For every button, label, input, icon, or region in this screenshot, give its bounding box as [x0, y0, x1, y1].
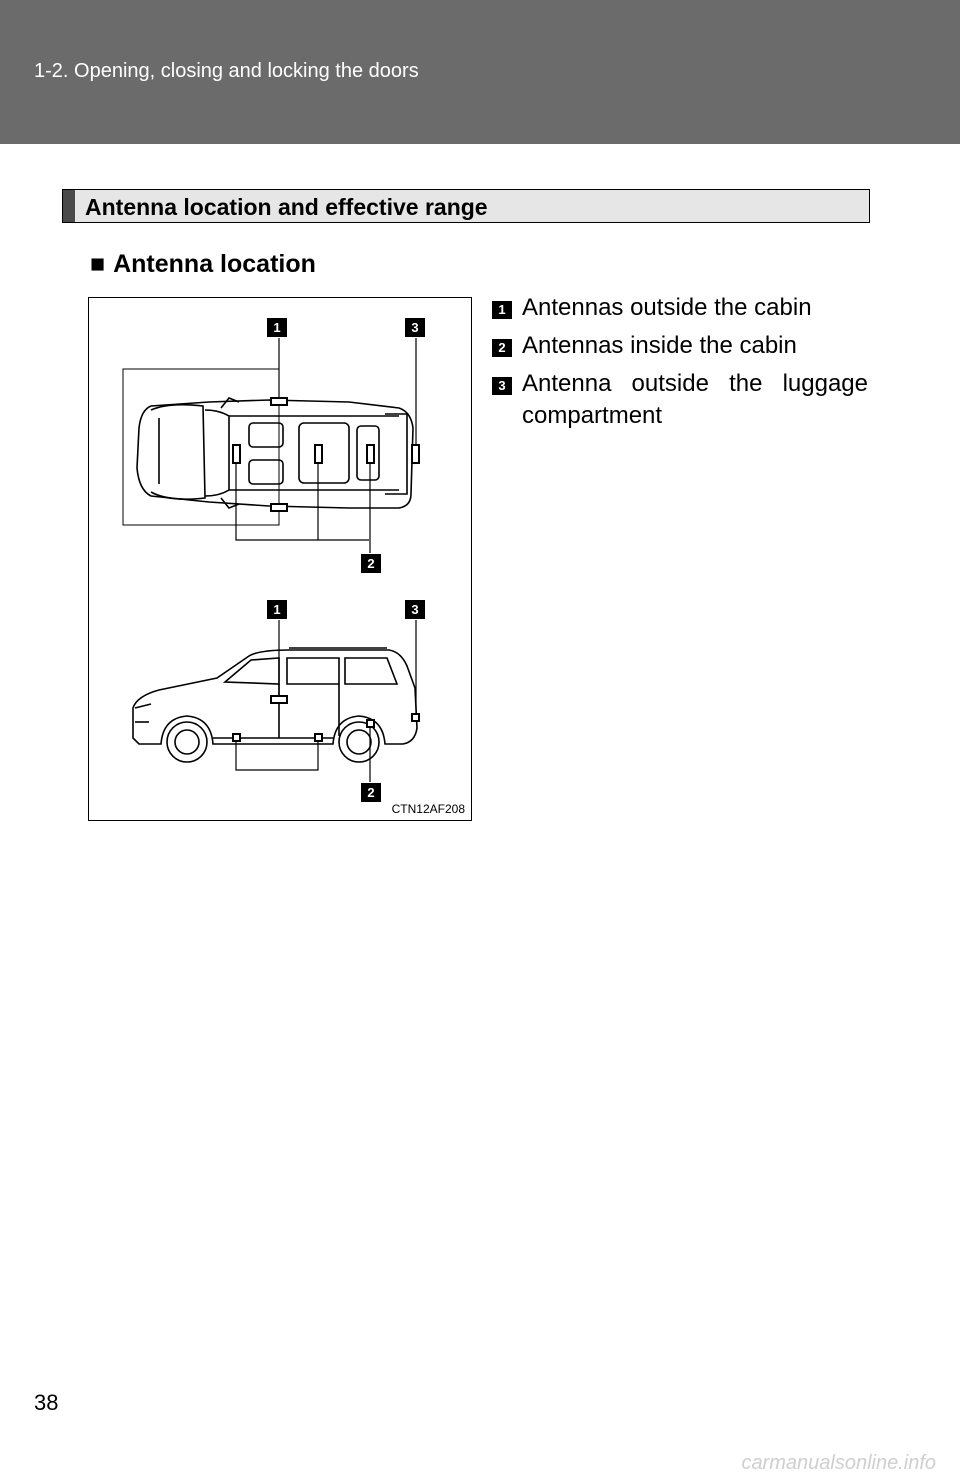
antenna-inside-side-b [314, 733, 323, 742]
legend-item-2: 2 Antennas inside the cabin [492, 330, 868, 362]
callout-1-side-label: 1 [273, 602, 280, 617]
top-view-antennas [232, 397, 420, 512]
callout-1-top-label: 1 [273, 320, 280, 335]
subsection-title: Antenna location [113, 250, 316, 278]
callout-1-side [267, 600, 287, 619]
antenna-outside-side [270, 695, 288, 704]
side-view-antennas [232, 695, 420, 742]
header-band: 1-2. Opening, closing and locking the do… [0, 0, 960, 144]
top-callouts: 1 3 2 [267, 318, 425, 573]
legend: 1 Antennas outside the cabin 2 Antennas … [492, 292, 868, 438]
antenna-outside-side-3 [411, 713, 420, 722]
callout-2-top-label: 2 [367, 556, 374, 571]
legend-text-2: Antennas inside the cabin [522, 332, 797, 359]
watermark: carmanualsonline.info [741, 1452, 936, 1474]
figure-code: CTN12AF208 [391, 802, 465, 816]
antenna-inside-side-c [366, 719, 375, 728]
section-path: 1-2. Opening, closing and locking the do… [34, 60, 419, 82]
legend-number-1: 1 [492, 301, 512, 319]
callout-3-top [405, 318, 425, 337]
callout-2-top [361, 554, 381, 573]
antenna-outside-3 [411, 444, 420, 464]
legend-text-3-line1: Antenna outside the luggage [522, 370, 868, 397]
legend-text-3-line2: compartment [522, 402, 663, 429]
callout-3-top-label: 3 [411, 320, 418, 335]
legend-number-3: 3 [492, 377, 512, 395]
side-view-vehicle [132, 647, 418, 763]
callout-2-side-label: 2 [367, 785, 374, 800]
side-view-leaders [235, 620, 417, 782]
section-title: Antenna location and effective range [85, 194, 488, 220]
page-number: 38 [34, 1390, 59, 1415]
antenna-inside-2b [314, 444, 323, 464]
callout-2-side [361, 783, 381, 802]
antenna-inside-2a [232, 444, 241, 464]
subsection-heading: ■Antenna location [90, 250, 316, 279]
legend-item-1: 1 Antennas outside the cabin [492, 292, 868, 324]
callout-3-side-label: 3 [411, 602, 418, 617]
section-accent [63, 190, 75, 222]
antenna-outside-1a [270, 397, 288, 406]
vehicle-diagram: 1 3 2 [122, 318, 425, 802]
callout-1-top [267, 318, 287, 337]
legend-number-2: 2 [492, 339, 512, 357]
section-title-bar: Antenna location and effective range [62, 189, 870, 223]
top-view-leaders [235, 338, 417, 553]
bullet-square-icon: ■ [90, 250, 106, 278]
top-view-vehicle [122, 368, 414, 526]
legend-item-3: 3 Antenna outside the luggage compartmen… [492, 368, 868, 432]
antenna-location-figure: 1 3 2 [88, 297, 472, 821]
callout-3-side [405, 600, 425, 619]
legend-text-1: Antennas outside the cabin [522, 294, 812, 321]
side-callouts: 1 3 2 [267, 600, 425, 802]
antenna-inside-2c [366, 444, 375, 464]
antenna-inside-side-a [232, 733, 241, 742]
antenna-outside-1b [270, 503, 288, 512]
